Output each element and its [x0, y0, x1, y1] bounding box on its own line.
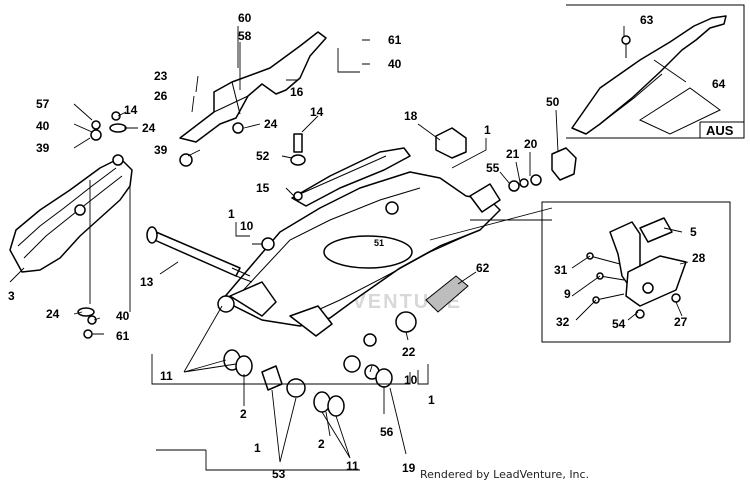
callout-1c: 1 — [428, 393, 435, 407]
callout-61a: 61 — [388, 33, 402, 47]
callout-9: 9 — [564, 287, 571, 301]
bolt-63 — [621, 35, 631, 45]
callout-5: 5 — [690, 225, 697, 239]
pivot-axle-13 — [146, 226, 253, 283]
block-18 — [435, 127, 467, 159]
callout-11b: 11 — [346, 459, 359, 473]
swing-arm — [221, 171, 501, 337]
callout-56: 56 — [380, 425, 394, 439]
callout-39b: 39 — [154, 143, 168, 157]
callout-15: 15 — [256, 181, 270, 195]
callout-53: 53 — [272, 467, 286, 481]
chain-guard-aus — [571, 15, 727, 135]
callout-39a: 39 — [36, 141, 50, 155]
callout-3: 3 — [8, 289, 15, 303]
leader-lines — [9, 26, 689, 471]
callout-40b: 40 — [36, 119, 50, 133]
callout-51: 51 — [374, 238, 384, 248]
callout-2b: 2 — [318, 437, 325, 451]
callout-14a: 14 — [124, 103, 138, 117]
chain-guide-3 — [9, 154, 133, 273]
callout-54: 54 — [612, 317, 626, 331]
callout-10a: 10 — [240, 219, 254, 233]
callout-24a: 24 — [142, 121, 156, 135]
callout-20: 20 — [524, 137, 538, 151]
callout-13: 13 — [140, 275, 154, 289]
callout-22: 22 — [402, 345, 416, 359]
callout-52: 52 — [256, 149, 270, 163]
callout-27: 27 — [674, 315, 688, 329]
callout-19: 19 — [402, 461, 416, 475]
nut-10-upper — [261, 237, 275, 251]
aus-label: AUS — [706, 123, 734, 138]
callout-40a: 40 — [388, 57, 402, 71]
render-credit: Rendered by LeadVenture, Inc. — [420, 468, 590, 481]
callout-21: 21 — [506, 147, 520, 161]
callout-24c: 24 — [46, 307, 60, 321]
callout-55: 55 — [486, 161, 500, 175]
callout-labels: 60 58 23 26 16 61 40 63 64 57 14 40 24 3… — [8, 11, 726, 481]
callout-61b: 61 — [116, 329, 130, 343]
hardware-lower-left — [77, 307, 97, 339]
callout-57: 57 — [36, 97, 50, 111]
callout-2a: 2 — [240, 407, 247, 421]
callout-16: 16 — [290, 85, 304, 99]
callout-24b: 24 — [264, 117, 278, 131]
callout-40c: 40 — [116, 309, 130, 323]
callout-26: 26 — [154, 89, 168, 103]
chain-slider-16 — [179, 31, 327, 167]
callout-10b: 10 — [404, 373, 418, 387]
callout-60: 60 — [238, 11, 252, 25]
callout-28: 28 — [692, 251, 706, 265]
callout-62: 62 — [476, 261, 490, 275]
callout-23: 23 — [154, 69, 168, 83]
callout-32: 32 — [556, 315, 570, 329]
aus-inset: AUS — [566, 4, 745, 139]
callout-1b: 1 — [228, 207, 235, 221]
callout-1d: 1 — [254, 441, 261, 455]
callout-31: 31 — [554, 263, 568, 277]
reflector-62 — [425, 275, 469, 313]
callout-14b: 14 — [310, 105, 324, 119]
callout-63: 63 — [640, 13, 654, 27]
callout-1a: 1 — [484, 123, 491, 137]
detail-inset — [541, 201, 731, 343]
callout-11a: 11 — [160, 369, 173, 383]
adjuster-hardware — [508, 174, 542, 192]
block-50 — [551, 147, 577, 181]
callout-58: 58 — [238, 29, 252, 43]
hardware-left — [90, 111, 127, 141]
callout-18: 18 — [404, 109, 418, 123]
chain-slider-15 — [290, 133, 411, 207]
callout-50: 50 — [546, 95, 560, 109]
callout-64: 64 — [712, 77, 726, 91]
